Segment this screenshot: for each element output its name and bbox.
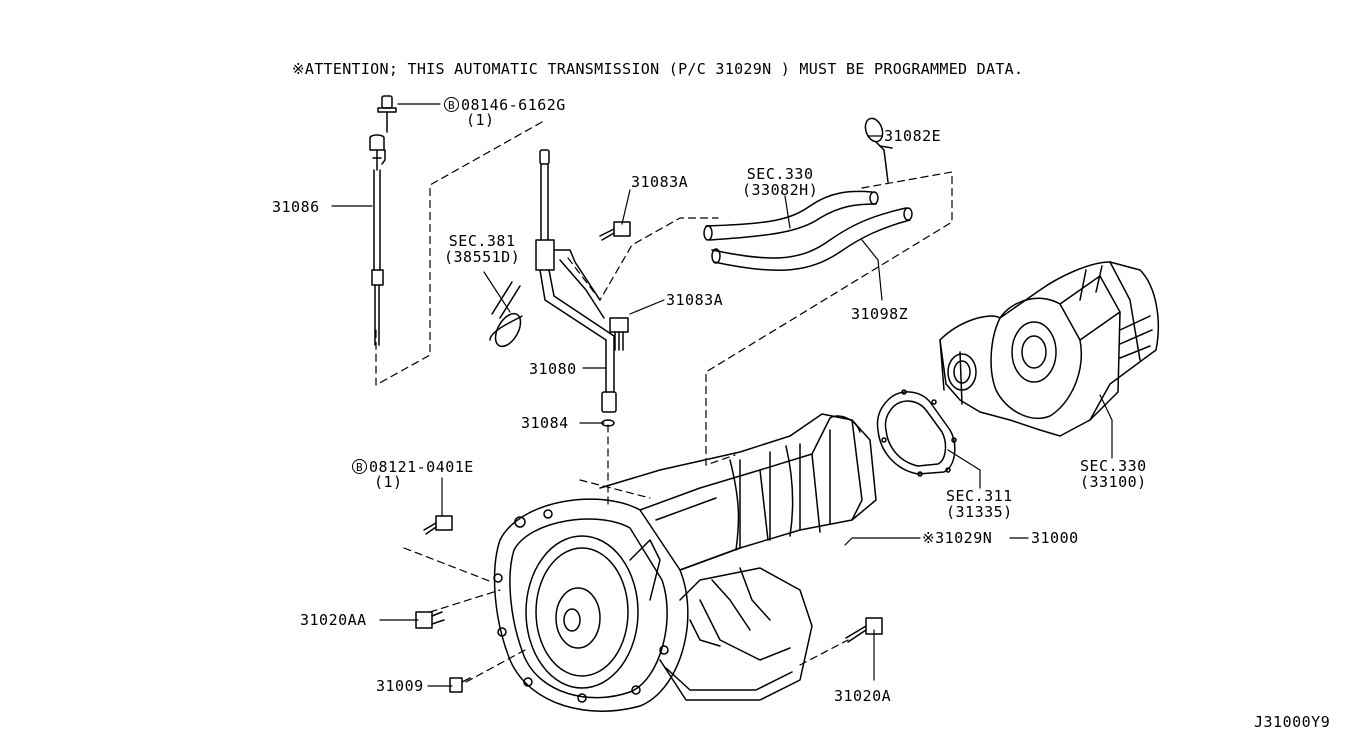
breather-hoses <box>703 190 913 272</box>
label-sec330-case[interactable]: SEC.330 (33100) <box>1080 458 1147 490</box>
seal-ring <box>601 419 615 427</box>
bolt-31083a <box>599 221 631 351</box>
label-31009[interactable]: 31009 <box>376 677 424 695</box>
bolt-31020aa <box>415 611 445 629</box>
label-sec330-hose[interactable]: SEC.330 (33082H) <box>742 166 818 198</box>
transmission-assembly <box>493 413 877 712</box>
label-31086[interactable]: 31086 <box>272 198 320 216</box>
label-31020aa[interactable]: 31020AA <box>300 611 367 629</box>
dipstick <box>369 95 397 346</box>
dashed-guides <box>375 121 953 683</box>
sec-number: SEC.311 <box>946 487 1013 505</box>
leader-lines <box>331 103 1113 687</box>
bolt-marker-icon: B <box>444 97 459 112</box>
label-31084[interactable]: 31084 <box>521 414 569 432</box>
part-number: 08121-0401E <box>369 458 474 476</box>
label-bolt-08121-qty: (1) <box>374 473 403 491</box>
sec-ref: (31335) <box>946 503 1013 521</box>
attention-notice: ※ATTENTION; THIS AUTOMATIC TRANSMISSION … <box>292 60 1024 78</box>
gasket <box>876 389 957 477</box>
plug-31009 <box>449 677 471 693</box>
sec-number: SEC.381 <box>448 232 516 250</box>
label-31098z[interactable]: 31098Z <box>851 305 909 323</box>
filler-tube <box>489 149 617 413</box>
hose-clip <box>864 117 893 183</box>
label-sec311[interactable]: SEC.311 (31335) <box>946 488 1013 520</box>
bolt-31020a <box>845 617 883 643</box>
sec-ref: (33100) <box>1080 473 1147 491</box>
sec-ref: (33082H) <box>742 181 819 199</box>
label-31083a-mid[interactable]: 31083A <box>666 291 724 309</box>
label-31029n[interactable]: ※31029N <box>922 529 993 547</box>
sec-number: SEC.330 <box>1080 457 1147 475</box>
part-number: 08146-6162G <box>461 96 566 114</box>
label-31083a-top[interactable]: 31083A <box>631 173 689 191</box>
transfer-case <box>939 261 1159 437</box>
bolt-marker-icon: B <box>352 459 367 474</box>
label-sec381[interactable]: SEC.381 (38551D) <box>444 233 520 265</box>
label-31082e[interactable]: 31082E <box>884 127 942 145</box>
diagram-id: J31000Y9 <box>1254 713 1331 731</box>
label-bolt-08146-qty: (1) <box>466 111 495 129</box>
label-31080[interactable]: 31080 <box>529 360 577 378</box>
sec-number: SEC.330 <box>746 165 814 183</box>
bolt-08121 <box>423 515 453 535</box>
sec-ref: (38551D) <box>444 248 521 266</box>
label-31000[interactable]: 31000 <box>1031 529 1079 547</box>
label-31020a[interactable]: 31020A <box>834 687 892 705</box>
